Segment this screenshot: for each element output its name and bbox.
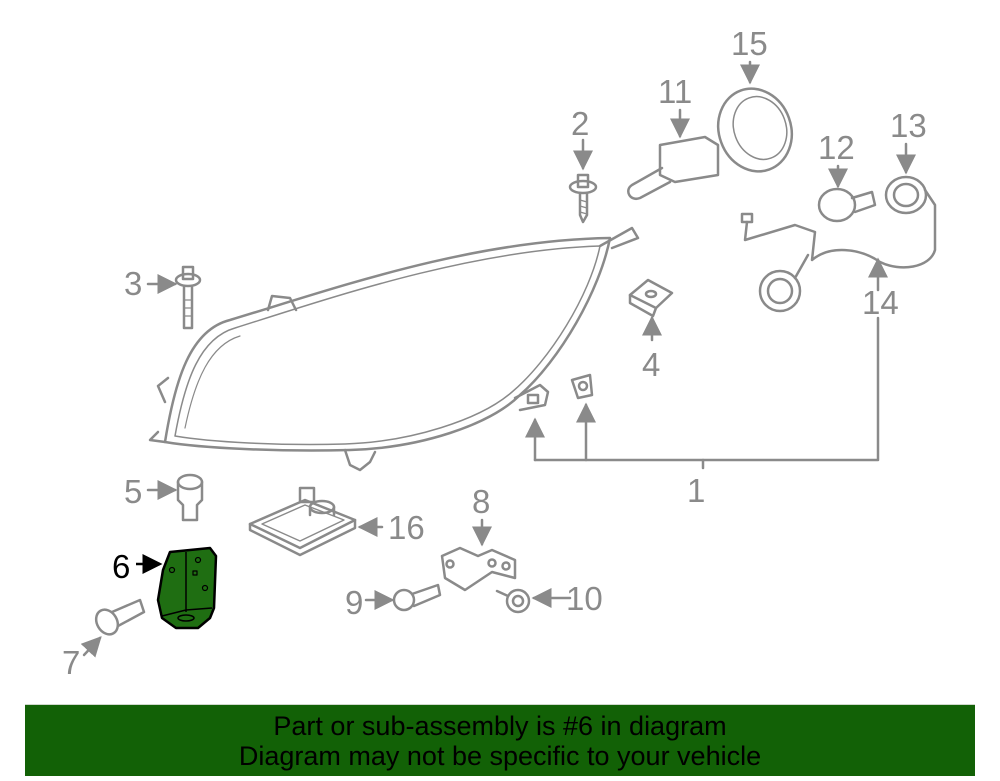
parts-diagram: 1 2 3 4 5 6 7 8 9 10 11 12 13 14 15 16 xyxy=(62,25,937,681)
callout-5: 5 xyxy=(124,473,143,510)
socket-13-icon xyxy=(884,175,928,215)
clip-nut-4-icon xyxy=(628,278,674,318)
callout-14: 14 xyxy=(862,284,899,321)
callout-2: 2 xyxy=(571,105,590,142)
bolt-9-icon xyxy=(392,583,442,612)
bolt-7-icon xyxy=(94,598,146,636)
callout-3: 3 xyxy=(124,265,143,302)
banner-disclaimer-text: Diagram may not be specific to your vehi… xyxy=(238,741,762,771)
callout-9: 9 xyxy=(345,584,364,621)
bulb-11-icon xyxy=(627,135,720,201)
diagram-drawing xyxy=(80,60,937,658)
callout-4: 4 xyxy=(642,346,661,383)
control-module-16-icon xyxy=(248,486,357,557)
banner-part-text: Part or sub-assembly is #6 in diagram xyxy=(273,711,727,741)
callout-6: 6 xyxy=(112,548,131,585)
bracket-6-highlighted-icon xyxy=(136,546,218,630)
bolt-3-icon xyxy=(174,265,202,330)
callout-7: 7 xyxy=(62,644,81,681)
callout-12: 12 xyxy=(818,129,855,166)
clip-1-icon xyxy=(570,373,594,400)
headlamp-assembly-icon xyxy=(148,226,640,472)
callout-10: 10 xyxy=(566,580,603,617)
callout-8: 8 xyxy=(472,483,491,520)
plug-5-icon xyxy=(176,473,204,522)
callout-11: 11 xyxy=(658,73,693,110)
bracket-8-icon xyxy=(440,546,517,592)
callout-1: 1 xyxy=(687,472,706,509)
callout-15: 15 xyxy=(731,25,768,62)
info-banner: Part or sub-assembly is #6 in diagram Di… xyxy=(25,704,975,776)
callout-16: 16 xyxy=(388,509,425,546)
callout-13: 13 xyxy=(890,107,927,144)
seal-ring-15-icon xyxy=(716,87,794,173)
screw-10-icon xyxy=(495,588,531,614)
bulb-12-icon xyxy=(817,187,877,223)
wiring-harness-14-icon xyxy=(740,188,937,313)
screw-2-icon xyxy=(568,173,598,224)
